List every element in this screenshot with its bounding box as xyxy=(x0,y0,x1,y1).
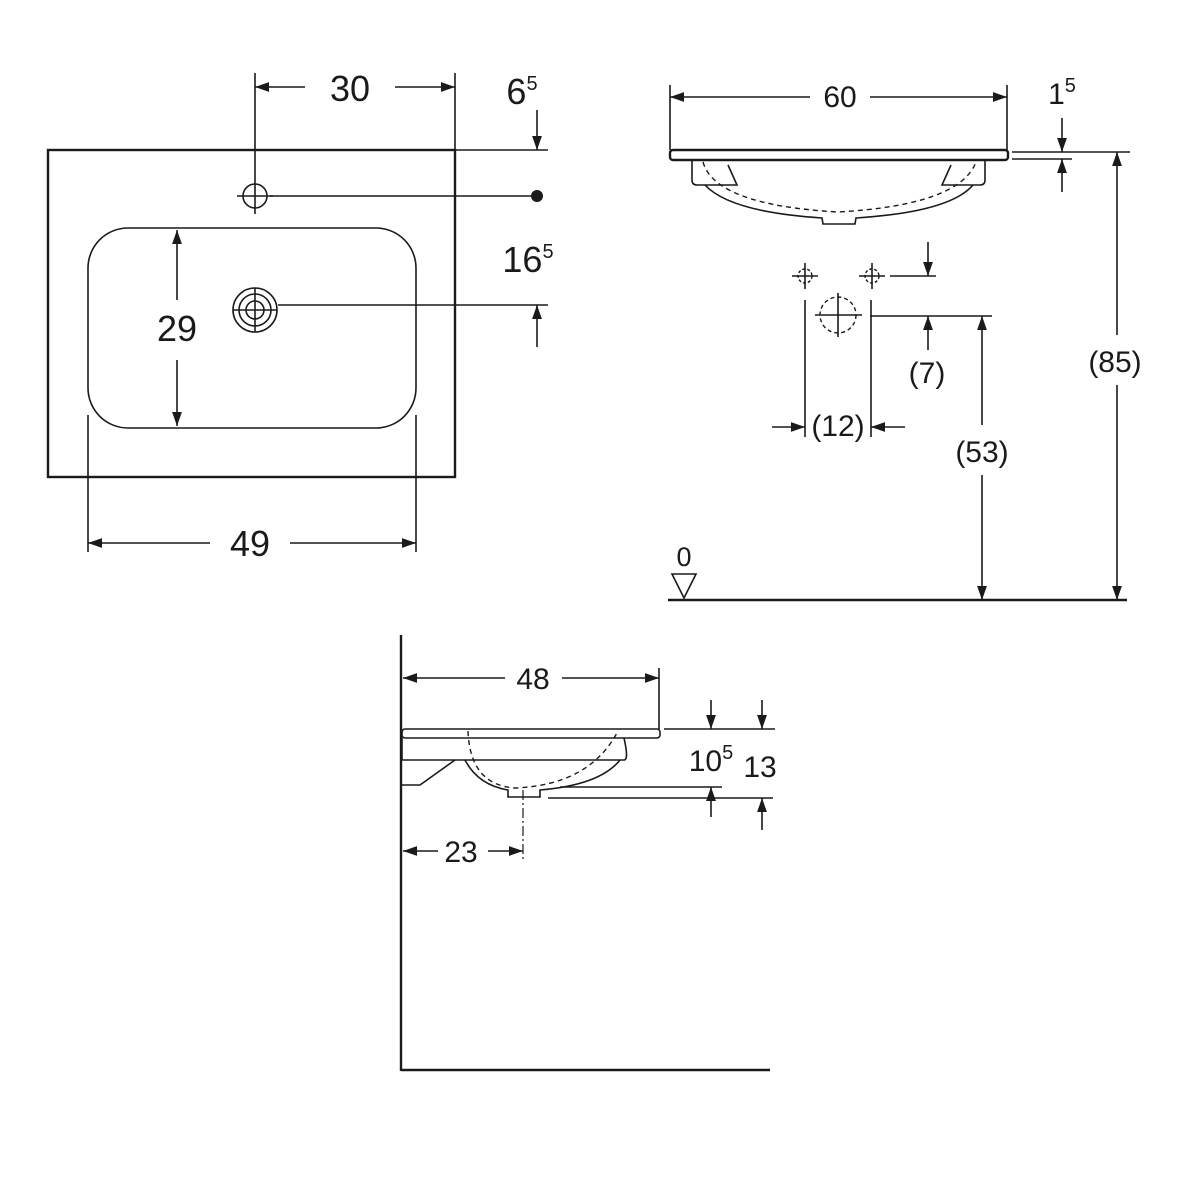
dim-tap-from-edge: 65 xyxy=(506,71,537,112)
side-view: 48 105 13 23 xyxy=(399,635,777,1072)
dim-supply-spacing: (12) xyxy=(811,410,864,443)
front-view: 60 15 (85) 0 (7) xyxy=(668,75,1142,602)
bowl-outline xyxy=(87,227,417,429)
floor-level-icon xyxy=(670,573,698,600)
tap-hole-icon xyxy=(237,178,273,214)
dim-tap-offset: 30 xyxy=(330,68,370,109)
basin-rim xyxy=(401,728,661,739)
basin-outline xyxy=(46,148,457,479)
dim-bowl-depth-side: 105 xyxy=(689,742,734,778)
dim-overall-depth: 13 xyxy=(743,751,776,784)
floor-level: 0 xyxy=(676,542,691,572)
dim-drain-from-wall: 23 xyxy=(444,836,477,869)
drain-outlet-icon xyxy=(815,293,862,337)
basin-body xyxy=(464,759,621,798)
supply-hole-icon xyxy=(859,263,885,289)
dim-trap-offset: (7) xyxy=(909,357,946,390)
drain-icon xyxy=(232,287,278,333)
dim-depth: 48 xyxy=(516,663,549,696)
supply-hole-icon xyxy=(792,263,818,289)
reference-dot xyxy=(531,190,543,202)
top-view: 30 65 165 29 49 xyxy=(46,68,554,564)
dim-bowl-depth: 29 xyxy=(157,308,197,349)
dim-rim-thickness: 15 xyxy=(1048,75,1076,111)
dim-drain-from-edge: 165 xyxy=(502,239,553,280)
dim-width: 60 xyxy=(823,81,856,114)
dim-total-height: (85) xyxy=(1088,346,1141,379)
dim-bowl-width: 49 xyxy=(230,523,270,564)
basin-rim xyxy=(668,148,1010,162)
basin-body xyxy=(704,184,974,225)
dim-drain-height: (53) xyxy=(955,436,1008,469)
